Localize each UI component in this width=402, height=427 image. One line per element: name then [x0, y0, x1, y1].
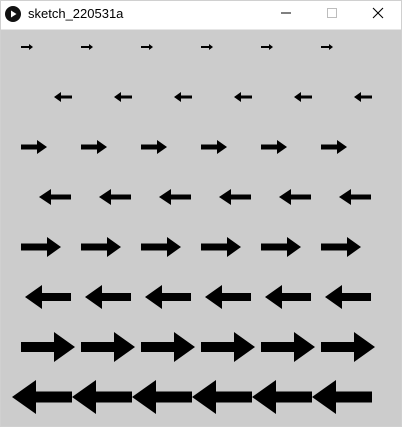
arrow-right-icon: [201, 44, 213, 50]
arrow-left-icon: [339, 189, 371, 205]
arrow-grid: [12, 44, 375, 414]
arrow-left-icon: [12, 380, 72, 414]
arrow-right-icon: [261, 44, 273, 50]
arrow-right-icon: [81, 140, 107, 154]
arrow-left-icon: [25, 285, 71, 309]
arrow-left-icon: [279, 189, 311, 205]
arrow-right-icon: [321, 44, 333, 50]
arrow-left-icon: [312, 380, 372, 414]
window-title: sketch_220531a: [28, 6, 124, 21]
arrow-left-icon: [252, 380, 312, 414]
arrow-left-icon: [72, 380, 132, 414]
arrow-left-icon: [325, 285, 371, 309]
arrow-right-icon: [321, 332, 375, 362]
arrow-right-icon: [201, 237, 241, 257]
arrow-right-icon: [261, 332, 315, 362]
arrow-right-icon: [141, 140, 167, 154]
arrow-left-icon: [114, 92, 132, 102]
arrow-left-icon: [219, 189, 251, 205]
maximize-icon: [326, 6, 338, 24]
arrow-left-icon: [145, 285, 191, 309]
arrow-right-icon: [21, 140, 47, 154]
arrow-right-icon: [141, 332, 195, 362]
close-button[interactable]: [355, 1, 401, 29]
arrow-left-icon: [174, 92, 192, 102]
arrow-left-icon: [54, 92, 72, 102]
minimize-icon: [280, 6, 292, 24]
arrow-right-icon: [261, 237, 301, 257]
sketch-canvas[interactable]: [1, 30, 401, 426]
arrow-left-icon: [39, 189, 71, 205]
play-icon: [5, 6, 21, 22]
arrow-right-icon: [321, 140, 347, 154]
arrow-left-icon: [132, 380, 192, 414]
arrow-right-icon: [81, 332, 135, 362]
arrow-right-icon: [201, 332, 255, 362]
arrow-right-icon: [21, 332, 75, 362]
arrow-right-icon: [21, 237, 61, 257]
arrow-left-icon: [234, 92, 252, 102]
arrow-left-icon: [85, 285, 131, 309]
arrow-left-icon: [354, 92, 372, 102]
arrow-right-icon: [261, 140, 287, 154]
arrow-left-icon: [205, 285, 251, 309]
arrow-right-icon: [21, 44, 33, 50]
arrow-right-icon: [81, 44, 93, 50]
arrow-left-icon: [192, 380, 252, 414]
title-bar[interactable]: sketch_220531a: [1, 1, 401, 30]
arrow-right-icon: [141, 237, 181, 257]
arrow-left-icon: [159, 189, 191, 205]
arrow-right-icon: [141, 44, 153, 50]
minimize-button[interactable]: [263, 1, 309, 29]
arrow-left-icon: [294, 92, 312, 102]
maximize-button[interactable]: [309, 1, 355, 29]
arrow-right-icon: [321, 237, 361, 257]
arrow-right-icon: [201, 140, 227, 154]
arrow-left-icon: [265, 285, 311, 309]
arrow-left-icon: [99, 189, 131, 205]
close-icon: [372, 6, 384, 24]
arrow-right-icon: [81, 237, 121, 257]
